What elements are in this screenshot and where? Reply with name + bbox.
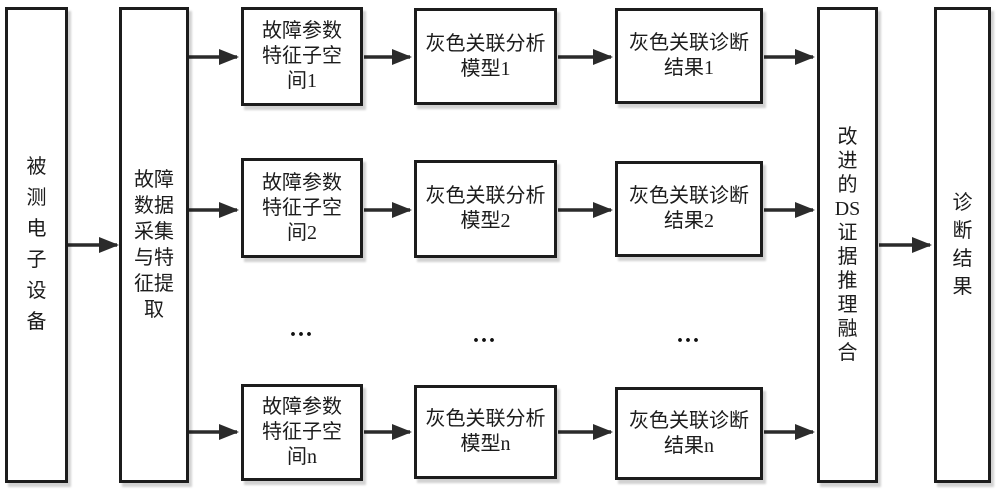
ellipsis-col-subspace: ... [290,316,314,342]
node-device-label: 被 测 电 子 设 备 [26,156,47,333]
ellipsis-col-model: ... [473,322,497,348]
node-model-n-label: 灰色关联分析 模型n [425,408,546,455]
node-final-label: 诊 断 结 果 [952,192,973,298]
node-result-1: 灰色关联诊断 结果1 [615,8,763,104]
node-model-n: 灰色关联分析 模型n [414,385,557,479]
node-result-n-label: 灰色关联诊断 结果n [629,409,749,457]
node-subspace-2: 故障参数 特征子空 间2 [241,158,363,258]
node-data-collection-feature-extraction: 故障 数据 采集 与特 征提 取 [119,7,189,483]
node-collect-label: 故障 数据 采集 与特 征提 取 [134,169,174,321]
node-model-1: 灰色关联分析 模型1 [414,8,557,105]
node-result-n: 灰色关联诊断 结果n [615,387,763,480]
node-ds-evidence-fusion: 改 进 的 DS 证 据 推 理 融 合 [817,7,878,483]
node-subspace-n-label: 故障参数 特征子空 间n [262,396,342,468]
node-subspace-2-label: 故障参数 特征子空 间2 [262,171,342,244]
node-result-2: 灰色关联诊断 结果2 [615,161,763,257]
node-subspace-1-label: 故障参数 特征子空 间1 [262,20,342,92]
node-diagnosis-result: 诊 断 结 果 [934,7,991,483]
ellipsis-col-result: ... [677,322,701,348]
node-result-1-label: 灰色关联诊断 结果1 [629,32,749,79]
node-model-1-label: 灰色关联分析 模型1 [425,32,546,80]
node-fusion-label: 改 进 的 DS 证 据 推 理 融 合 [834,126,861,364]
node-model-2-label: 灰色关联分析 模型2 [425,185,546,232]
node-model-2: 灰色关联分析 模型2 [414,160,557,258]
node-device-under-test: 被 测 电 子 设 备 [5,7,68,483]
node-subspace-n: 故障参数 特征子空 间n [241,384,363,481]
node-result-2-label: 灰色关联诊断 结果2 [629,185,749,232]
node-subspace-1: 故障参数 特征子空 间1 [241,7,363,106]
